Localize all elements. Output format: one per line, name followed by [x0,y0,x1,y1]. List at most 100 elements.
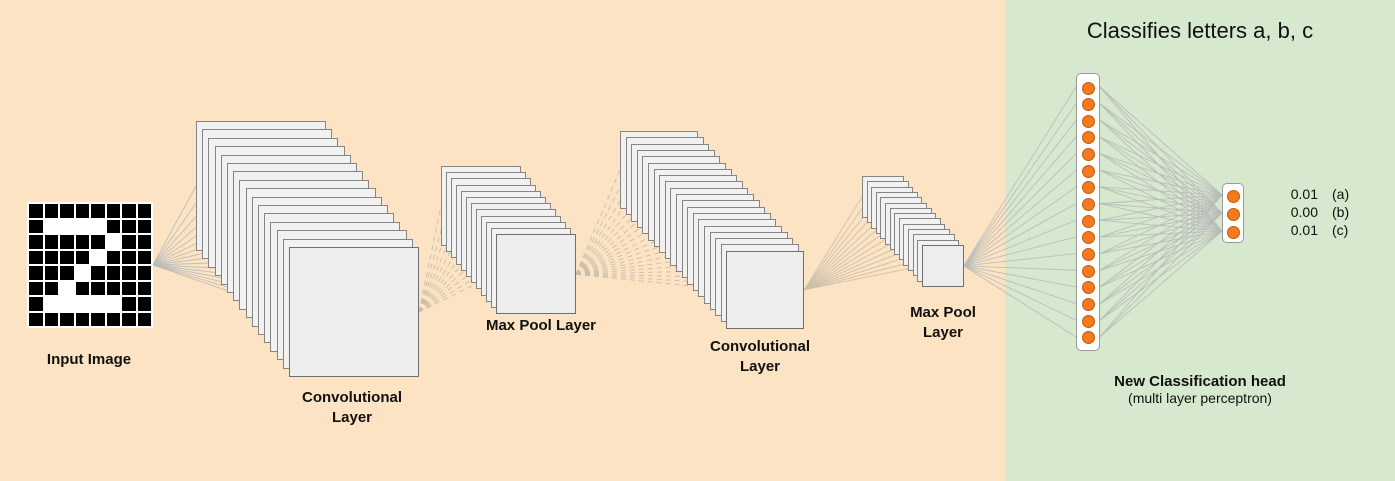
pixel-on [60,297,74,311]
pixel-off [122,266,136,280]
pixel-off [91,235,105,249]
hidden-neuron [1081,298,1095,312]
conv-layer-2-stack [620,131,806,331]
hidden-neuron [1081,98,1095,112]
pixel-off [137,312,151,326]
pixel-off [29,204,43,218]
pixel-off [106,312,120,326]
pixel-on [60,219,74,233]
hidden-to-output-wires [1099,86,1223,338]
output-value-b: 0.00 [1290,204,1318,220]
pixel-off [44,312,58,326]
pixel-off [44,250,58,264]
output-neuron [1226,225,1240,239]
conv-layer-2-label: Convolutional Layer [710,338,810,375]
feature-map-sheet [289,247,419,377]
pixel-off [29,312,43,326]
hidden-neuron [1081,281,1095,295]
pixel-on [44,297,58,311]
pixel-on [75,219,89,233]
output-neuron [1226,207,1240,221]
pixel-off [60,204,74,218]
max-pool-layer-1-stack [441,166,578,316]
feature-map-sheet [496,234,576,315]
pixel-off [29,281,43,295]
pixel-off [106,204,120,218]
output-letter-c: (c) [1332,222,1349,238]
output-letter-a: (a) [1332,186,1350,202]
pixel-off [75,312,89,326]
pixel-off [75,250,89,264]
pixel-off [137,281,151,295]
hidden-neuron [1081,314,1095,328]
max-pool-layer-2-label: Max Pool Layer [910,304,976,341]
pool2-to-hidden-wires [963,86,1077,338]
pixel-on [44,219,58,233]
pixel-off [44,204,58,218]
pixel-off [106,250,120,264]
pixel-off [60,235,74,249]
pixel-off [91,281,105,295]
pixel-off [106,219,120,233]
pixel-off [75,281,89,295]
hidden-neuron [1081,214,1095,228]
conv2-to-pool2-wires [804,196,922,291]
conv-layer-1-label: Convolutional Layer [302,389,402,426]
pixel-on [91,250,105,264]
hidden-neuron [1081,81,1095,95]
hidden-layer-panel [1076,73,1100,351]
pixel-off [122,297,136,311]
hidden-neuron [1081,198,1095,212]
pixel-on [91,297,105,311]
pixel-off [137,204,151,218]
pixel-off [29,235,43,249]
pixel-off [122,219,136,233]
classification-head-background [1005,0,1395,481]
pixel-off [60,266,74,280]
output-value-a: 0.01 [1290,186,1318,202]
output-letter-b: (b) [1332,204,1350,220]
pixel-off [44,235,58,249]
hidden-neuron [1081,331,1095,345]
pixel-off [29,219,43,233]
pixel-on [91,219,105,233]
output-row-c: 0.01 (c) [1284,222,1349,238]
pixel-off [122,281,136,295]
classification-head-caption: New Classification head (multi layer per… [1005,373,1395,406]
hidden-neuron [1081,181,1095,195]
hidden-neuron [1081,264,1095,278]
hidden-neuron [1081,148,1095,162]
pixel-off [91,204,105,218]
pixel-off [91,266,105,280]
pixel-off [44,266,58,280]
caption-subtitle: (multi layer perceptron) [1128,390,1272,406]
pixel-off [137,235,151,249]
pixel-off [106,266,120,280]
pixel-off [137,266,151,280]
output-value-c: 0.01 [1290,222,1318,238]
pixel-off [60,312,74,326]
caption-title: New Classification head [1114,373,1286,390]
pixel-on [60,281,74,295]
output-layer-panel [1222,183,1244,243]
hidden-neuron [1081,114,1095,128]
feature-map-sheet [726,250,805,329]
input-image-label: Input Image [46,351,132,368]
head-title: Classifies letters a, b, c [1086,18,1314,43]
conv-layer-1-stack [196,121,421,379]
pixel-on [106,235,120,249]
feature-map-sheet [921,244,964,287]
pixel-off [122,204,136,218]
pixel-off [44,281,58,295]
hidden-neuron [1081,248,1095,262]
pixel-off [29,250,43,264]
max-pool-layer-1-label: Max Pool Layer [485,317,597,334]
pixel-off [75,235,89,249]
output-neuron [1226,189,1240,203]
pixel-off [29,297,43,311]
pixel-off [137,219,151,233]
pixel-off [60,250,74,264]
pixel-on [75,266,89,280]
pixel-off [137,250,151,264]
